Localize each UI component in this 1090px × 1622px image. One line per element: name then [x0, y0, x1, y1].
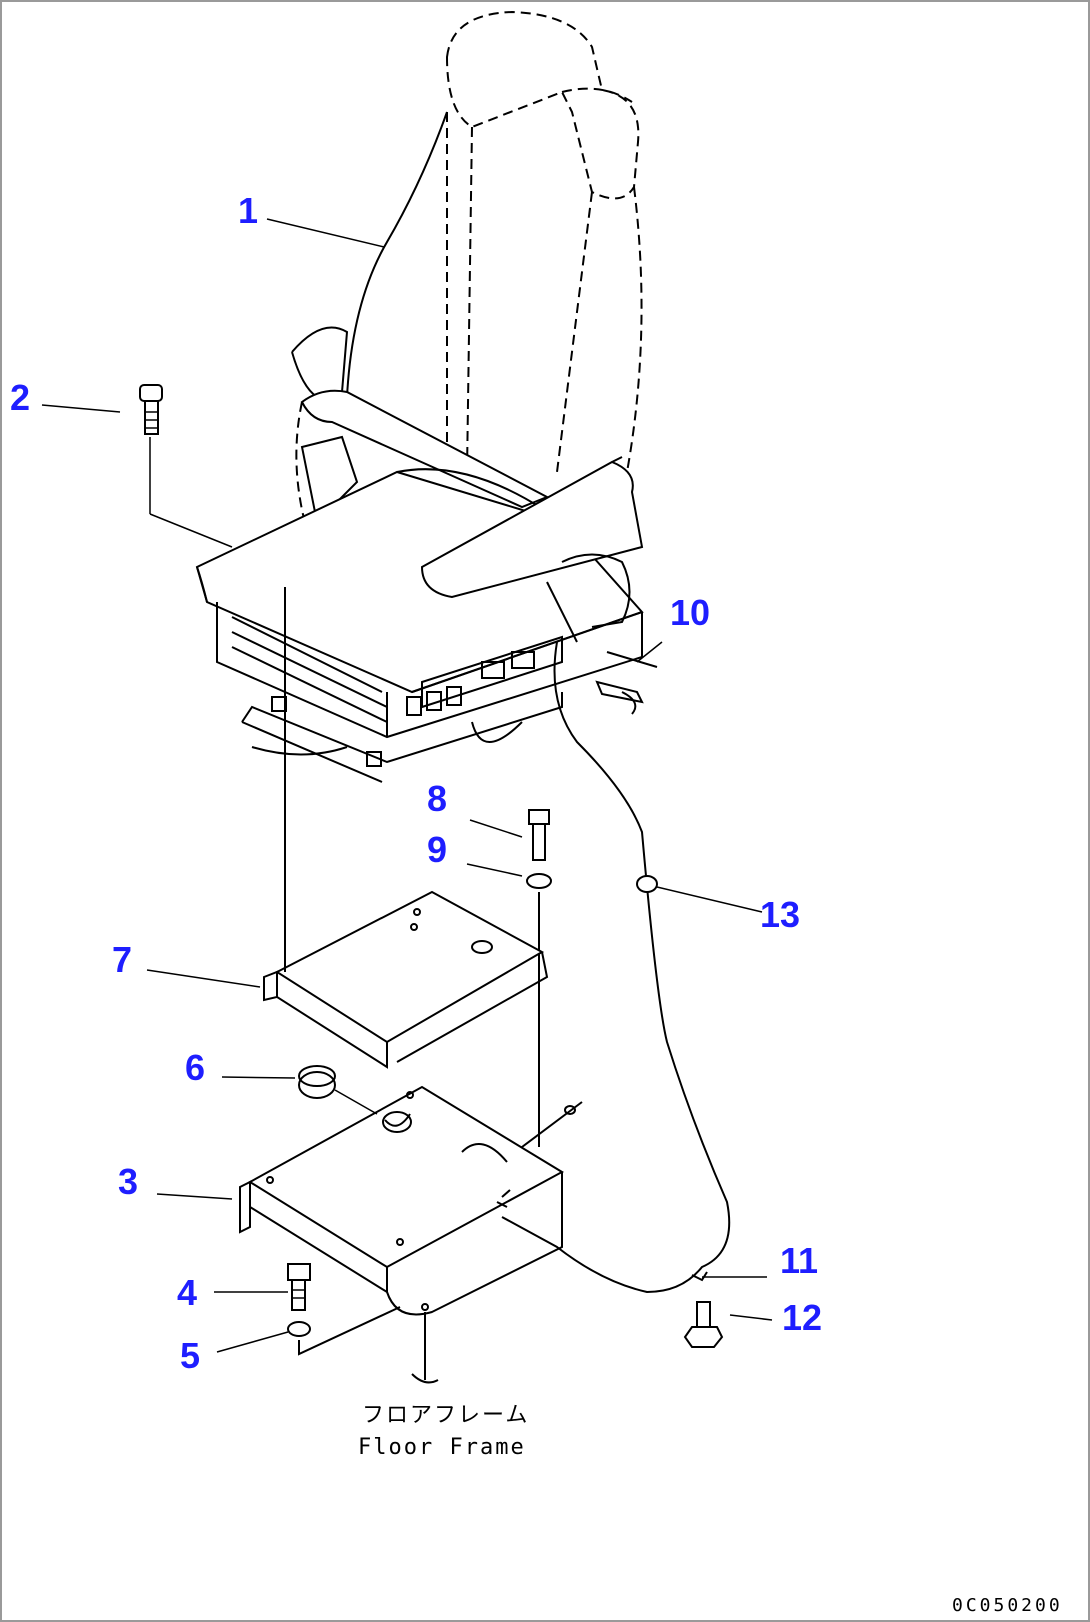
- bracket-3: [239, 1085, 583, 1384]
- harness-cable: [501, 641, 731, 1294]
- part-label-1: 1: [238, 190, 258, 231]
- caption-english: Floor Frame: [358, 1435, 526, 1460]
- part-label-10: 10: [670, 592, 710, 633]
- washer-5-icon: [287, 1321, 311, 1337]
- leader-lines: [41, 218, 773, 1353]
- part-label-6: 6: [185, 1047, 205, 1088]
- bolt-2: [139, 384, 163, 435]
- drawing-code: 0C050200: [952, 1595, 1063, 1616]
- bolt-10: [595, 651, 658, 715]
- part-label-3: 3: [118, 1161, 138, 1202]
- part-label-4: 4: [177, 1272, 197, 1313]
- operator-seat: [195, 10, 644, 783]
- part-label-7: 7: [112, 939, 132, 980]
- grommet-6: [298, 1065, 336, 1099]
- part-label-8: 8: [427, 778, 447, 819]
- part-label-12: 12: [782, 1297, 822, 1338]
- caption-japanese: フロアフレーム: [362, 1403, 529, 1428]
- bolt-12: [683, 1301, 724, 1348]
- clamp-13-icon: [636, 875, 658, 893]
- part-label-11: 11: [780, 1240, 818, 1281]
- plate-7: [263, 587, 549, 1069]
- part-label-9: 9: [427, 829, 447, 870]
- bolt-8: [526, 809, 552, 1147]
- washer-9-icon: [526, 873, 552, 889]
- part-label-5: 5: [180, 1335, 200, 1376]
- part-label-13: 13: [760, 894, 800, 935]
- part-label-2: 2: [10, 377, 30, 418]
- bolt-4: [287, 1263, 401, 1356]
